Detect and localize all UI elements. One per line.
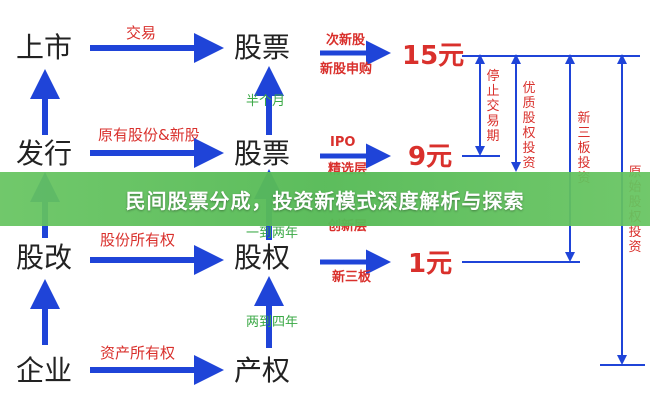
process-label-asset-ownership: 资产所有权 bbox=[100, 344, 175, 362]
market-label-new-subscription: 新股申购 bbox=[320, 61, 372, 77]
stage-result-enterprise: 产权 bbox=[234, 354, 290, 387]
duration-label-half-month: 半个月 bbox=[246, 94, 285, 109]
stage-result-issuance: 股票 bbox=[234, 137, 290, 170]
price-listing: 15元 bbox=[402, 41, 464, 71]
stage-label-listing: 上市 bbox=[16, 31, 72, 64]
price-issuance: 9元 bbox=[408, 142, 452, 172]
investment-label-text: 新三板投资 bbox=[577, 110, 590, 186]
title-banner: 民间股票分成，投资新模式深度解析与探索 bbox=[0, 172, 650, 226]
investment-label-text: 优质股权投资 bbox=[522, 81, 535, 171]
stage-label-issuance: 发行 bbox=[16, 137, 72, 170]
market-label-subnew: 次新股 bbox=[326, 32, 365, 48]
duration-label-one-two-years: 一到两年 bbox=[246, 226, 298, 241]
price-reform: 1元 bbox=[408, 249, 452, 279]
banner-title: 民间股票分成，投资新模式深度解析与探索 bbox=[125, 188, 525, 213]
investment-label-neeq: 新三板投资 bbox=[577, 110, 590, 186]
process-label-share-ownership: 股份所有权 bbox=[100, 231, 175, 249]
duration-label-two-four-years: 两到四年 bbox=[246, 315, 298, 330]
stage-result-reform: 股权 bbox=[234, 241, 290, 274]
market-label-neeq: 新三板 bbox=[332, 269, 372, 285]
stage-label-reform: 股改 bbox=[16, 241, 72, 274]
process-label-shares: 原有股份&新股 bbox=[98, 126, 200, 144]
stage-result-listing: 股票 bbox=[234, 31, 290, 64]
investment-label-trading-halt: 停止交易期 bbox=[486, 68, 499, 144]
investment-label-text: 停止交易期 bbox=[486, 68, 499, 144]
stage-label-enterprise: 企业 bbox=[16, 354, 72, 387]
process-label-trading: 交易 bbox=[126, 24, 156, 42]
investment-label-quality-equity: 优质股权投资 bbox=[522, 81, 535, 171]
market-label-ipo: IPO bbox=[330, 135, 355, 150]
